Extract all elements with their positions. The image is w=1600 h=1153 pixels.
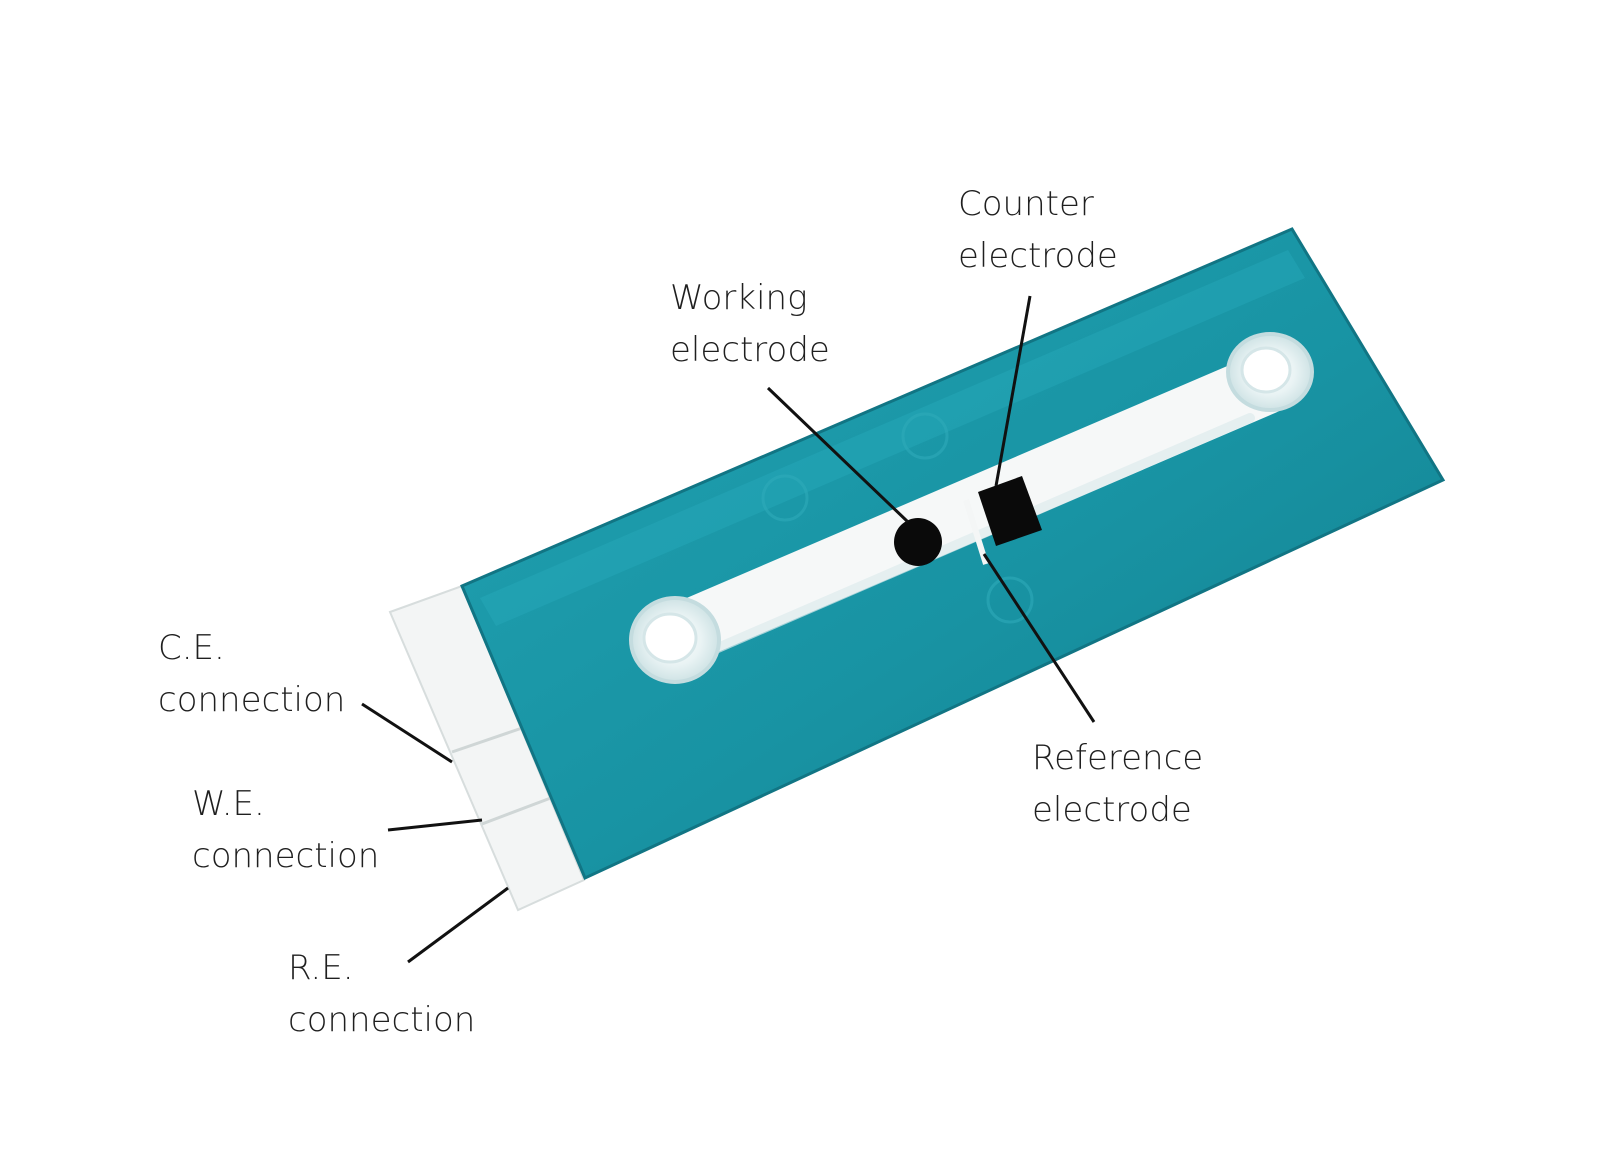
ce-connection-label-line2: connection xyxy=(158,680,346,720)
reference-electrode-label: Reference electrode xyxy=(1032,732,1203,836)
inlet-well xyxy=(629,596,721,684)
reference-electrode xyxy=(963,499,989,565)
leader-line-re xyxy=(407,886,509,964)
leader-line-reference xyxy=(982,553,1096,723)
chip-highlight xyxy=(480,250,1305,626)
reference-electrode-label-line2: electrode xyxy=(1032,790,1192,830)
connector-divider-1 xyxy=(451,724,529,754)
connector-strip xyxy=(388,584,586,912)
leader-line-working xyxy=(766,386,910,524)
working-electrode-label-line2: electrode xyxy=(670,330,830,370)
leader-line-ce xyxy=(361,702,453,764)
outlet-well xyxy=(1226,332,1314,412)
we-connection-label-line2: connection xyxy=(192,836,380,876)
chip-emboss-1 xyxy=(901,412,949,460)
fluidic-channel-shade xyxy=(685,413,1255,665)
leader-line-counter xyxy=(994,295,1032,487)
chip-emboss-2 xyxy=(761,474,809,522)
counter-electrode-label-line1: Counter xyxy=(958,184,1094,224)
re-connection-label-line2: connection xyxy=(288,1000,476,1040)
re-connection-label: R.E. connection xyxy=(288,942,475,1046)
we-connection-label: W.E. connection xyxy=(192,778,379,882)
working-electrode xyxy=(894,518,942,566)
ce-connection-label: C.E. connection xyxy=(158,622,345,726)
counter-electrode-label: Counter electrode xyxy=(958,178,1118,282)
counter-electrode xyxy=(978,476,1042,546)
chip-emboss-3 xyxy=(986,576,1034,624)
leader-line-we xyxy=(387,818,483,832)
working-electrode-label-line1: Working xyxy=(670,278,808,318)
ce-connection-label-line1: C.E. xyxy=(158,628,225,668)
reference-electrode-label-line1: Reference xyxy=(1032,738,1204,778)
re-connection-label-line1: R.E. xyxy=(288,948,354,988)
counter-electrode-label-line2: electrode xyxy=(958,236,1118,276)
connector-strip-body xyxy=(388,584,586,912)
connector-divider-2 xyxy=(481,794,557,826)
we-connection-label-line1: W.E. xyxy=(192,784,265,824)
working-electrode-label: Working electrode xyxy=(670,272,830,376)
